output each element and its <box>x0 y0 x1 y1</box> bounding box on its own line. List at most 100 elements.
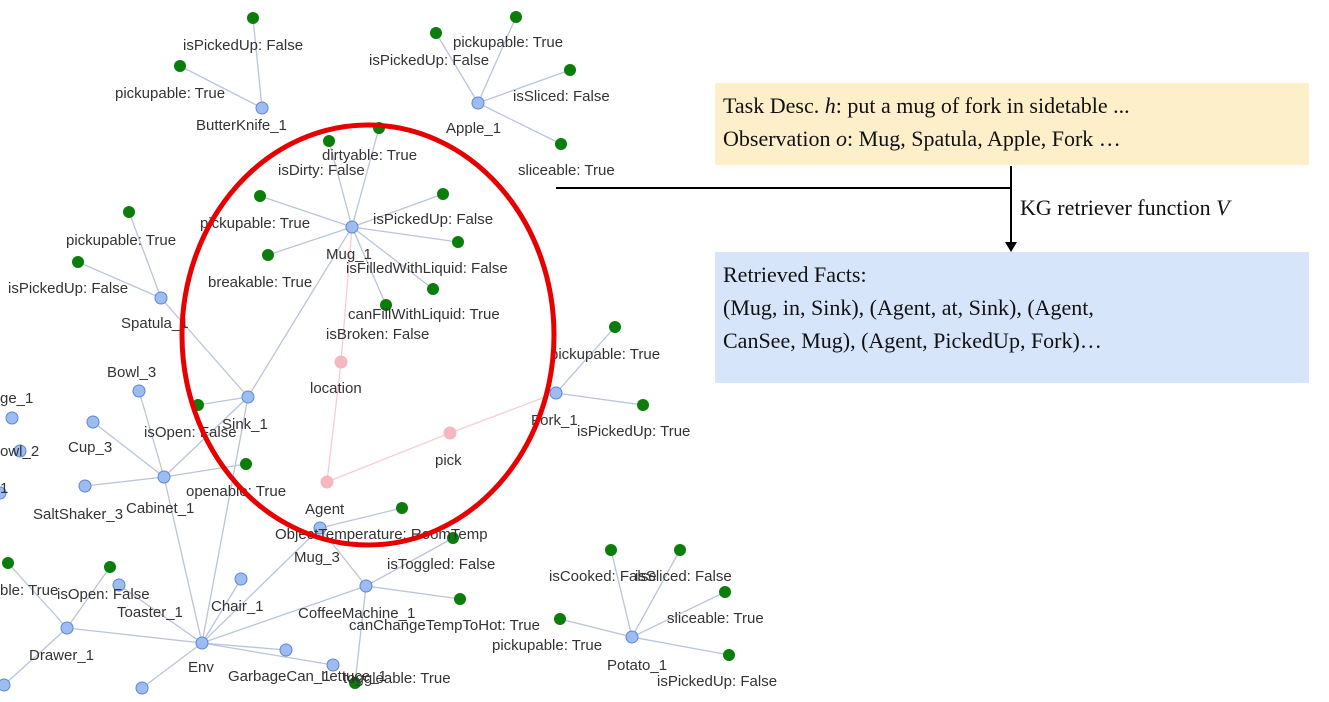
graph-edge-9 <box>351 193 444 228</box>
graph-edge-40 <box>66 566 111 629</box>
node-label-p-m6: isFilledWithLiquid: False <box>346 260 508 277</box>
node-label-lettuce: Lettuce_1 <box>321 668 387 685</box>
graph-edge-22 <box>555 392 644 406</box>
graph-edge-26 <box>163 463 247 478</box>
graph-edge-23 <box>138 390 165 478</box>
graph-edge-6 <box>351 127 380 228</box>
relation-node-pick <box>443 426 457 440</box>
property-node-p-sp2 <box>72 256 84 268</box>
graph-edge-5 <box>477 102 562 145</box>
focus-circle <box>179 122 557 548</box>
node-label-mug1: Mug_1 <box>326 246 372 263</box>
retriever-label-text: KG retriever function <box>1020 195 1217 220</box>
node-label-p-m5: breakable: True <box>208 274 312 291</box>
property-node-p-cm4 <box>349 677 361 689</box>
node-label-cup3: Cup_3 <box>68 439 112 456</box>
node-label-saltshaker: SaltShaker_3 <box>33 506 123 523</box>
graph-edge-13 <box>351 226 387 306</box>
graph-edge-10 <box>267 226 353 256</box>
object-node-env <box>195 636 209 650</box>
task-line: Task Desc. h: put a mug of fork in sidet… <box>723 89 1301 122</box>
graph-edge-48 <box>631 636 730 656</box>
object-node-bowl2 <box>13 444 27 458</box>
graph-edge-28 <box>319 507 403 529</box>
node-label-p-cm2: isToggled: False <box>387 556 495 573</box>
node-label-agent: Agent <box>305 501 345 518</box>
graph-edge-24 <box>92 421 165 478</box>
property-node-p-fk2 <box>637 399 649 411</box>
node-label-sink: Sink_1 <box>222 416 268 433</box>
node-label-drawer: Drawer_1 <box>29 647 94 664</box>
observation-variable: o <box>836 126 848 151</box>
property-node-p-po4 <box>554 613 566 625</box>
relation-edge-3 <box>449 392 557 434</box>
graph-edge-27 <box>163 476 203 644</box>
object-node-apple <box>471 96 485 110</box>
graph-edge-2 <box>435 32 479 104</box>
node-label-p-dr1: ble: True <box>0 582 58 599</box>
property-node-p-m4 <box>437 188 449 200</box>
property-node-p-po2 <box>674 544 686 556</box>
node-label-apple: Apple_1 <box>446 120 501 137</box>
facts-line-1: (Mug, in, Sink), (Agent, at, Sink), (Age… <box>723 295 1094 320</box>
object-node-coffeemachine <box>359 579 373 593</box>
property-node-p-ap3 <box>564 64 576 76</box>
facts-title: Retrieved Facts: <box>723 262 867 287</box>
node-label-p-m1: dirtyable: True <box>322 147 417 164</box>
node-label-p-po2: isSliced: False <box>635 568 732 585</box>
graph-edge-25 <box>84 476 165 487</box>
node-label-p-sp2: isPickedUp: False <box>8 280 128 297</box>
node-label-cabinet: Cabinet_1 <box>126 500 194 517</box>
graph-edge-36 <box>201 642 287 651</box>
node-label-pick: pick <box>435 452 462 469</box>
graph-edge-18 <box>197 396 249 406</box>
node-label-fork: Fork_1 <box>531 412 578 429</box>
property-node-p-ap2 <box>510 11 522 23</box>
node-label-p-ap2: isPickedUp: False <box>369 52 489 69</box>
task-prefix: Task Desc. <box>723 93 825 118</box>
graph-edge-12 <box>351 226 434 290</box>
object-node-l1 <box>0 486 7 500</box>
graph-edge-15 <box>128 211 162 299</box>
object-node-ge1 <box>5 411 19 425</box>
property-node-p-ap1 <box>430 27 442 39</box>
graph-edge-14 <box>247 226 353 398</box>
relation-edge-1 <box>340 226 353 363</box>
graph-edge-1 <box>179 65 263 109</box>
relation-node-location <box>334 355 348 369</box>
property-node-p-m3 <box>254 190 266 202</box>
object-node-spatula <box>154 291 168 305</box>
node-label-p-m2: isDirty: False <box>278 162 365 179</box>
node-label-coffeemachine: CoffeeMachine_1 <box>298 605 415 622</box>
node-label-potato: Potato_1 <box>607 657 667 674</box>
property-node-p-bk1 <box>247 12 259 24</box>
graph-edge-21 <box>555 326 616 394</box>
node-label-p-cm4: toggleable: True <box>343 670 451 687</box>
object-node-mug3 <box>313 521 327 535</box>
node-label-env: Env <box>188 659 214 676</box>
object-node-saltshaker <box>78 479 92 493</box>
object-node-sink <box>241 390 255 404</box>
node-label-chair: Chair_1 <box>211 598 264 615</box>
relation-edge-2 <box>326 432 451 483</box>
property-node-p-dr1 <box>2 557 14 569</box>
object-node-butterknife <box>255 101 269 115</box>
graph-edge-41 <box>66 627 203 644</box>
node-label-p-fk1: pickupable: True <box>550 346 660 363</box>
retriever-variable: V <box>1216 195 1230 220</box>
node-label-p-po3: sliceable: True <box>667 610 764 627</box>
node-label-p-dr2: isOpen: False <box>57 586 150 603</box>
graph-edge-20 <box>201 396 249 644</box>
property-node-p-cm3 <box>454 593 466 605</box>
graph-edge-42 <box>3 627 68 686</box>
node-label-p-m3: pickupable: True <box>200 215 310 232</box>
property-node-p-bk2 <box>174 60 186 72</box>
node-label-p-m7: canFillWithLiquid: True <box>348 306 500 323</box>
property-node-p-cb1 <box>240 458 252 470</box>
object-node-cabinet <box>157 470 171 484</box>
property-node-p-cm1 <box>396 502 408 514</box>
graph-edge-35 <box>201 578 242 644</box>
property-node-p-sp1 <box>123 206 135 218</box>
graph-nodes <box>0 11 735 695</box>
